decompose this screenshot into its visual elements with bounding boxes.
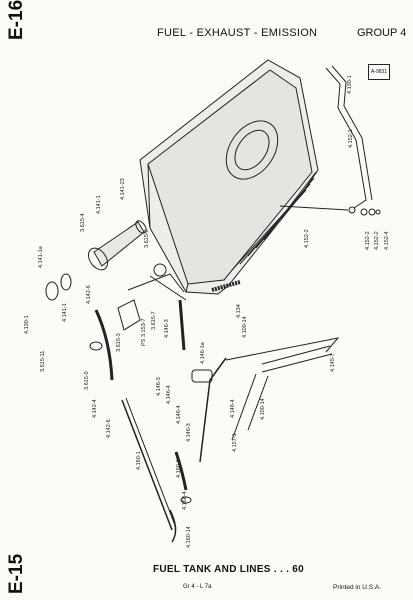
fuel-lines [121, 337, 340, 531]
header-group: GROUP 4 [357, 27, 407, 39]
callout-4.141-1a: 4.141-1a [38, 245, 44, 268]
filler-neck [45, 220, 147, 301]
printed-in: Printed in U.S.A. [333, 584, 382, 591]
callout-4.142-6-b: 4.142-6 [106, 419, 112, 438]
callout-4.160-14: 4.160-14 [186, 526, 192, 548]
callout-3.615-9: 3.615-9 [144, 229, 150, 248]
callout-3.615-0: 3.615-0 [84, 371, 90, 390]
washer-2 [368, 208, 376, 216]
callout-4.160-6: 4.160-6 [176, 459, 182, 478]
callout-4.141-1-b: 4.141-1 [62, 303, 68, 322]
fuel-pump [191, 369, 213, 383]
callout-4.130-1: 4.130-1 [24, 315, 30, 334]
callout-4.142-6-a: 4.142-6 [86, 285, 92, 304]
callout-3.615-11: 3.615-11 [40, 351, 46, 372]
callout-4.145-7: 4.145-7 [330, 353, 336, 372]
sender-unit [117, 273, 187, 331]
callout-4.157-1: 4.157-1 [232, 433, 238, 452]
washer-1 [360, 208, 368, 216]
nut [375, 209, 381, 215]
spring-hose [211, 280, 241, 292]
callout-4.146-3-b: 4.146-3 [156, 377, 162, 396]
callout-ps-3.153-7: PS 3.153-7 [141, 318, 147, 346]
callout-4.100-14-a: 4.100-14 [242, 316, 248, 338]
grommet [89, 341, 103, 351]
callout-4.130-1-top: 4.130-1 [347, 75, 353, 94]
callout-4.146-3-c: 4.146-3 [186, 423, 192, 442]
callout-4.146-3-a: 4.146-3 [164, 319, 170, 338]
reference-code-box: A-9831 [368, 64, 390, 80]
callout-4.146-4-b: 4.146-4 [176, 405, 182, 424]
callout-4.146-4-a: 4.146-4 [166, 385, 172, 404]
callout-4.141-1: 4.141-1 [96, 195, 102, 214]
callout-4.142-4: 4.142-4 [92, 399, 98, 418]
clamp [180, 496, 192, 504]
callout-4.160-1: 4.160-1 [136, 451, 142, 470]
callout-4.152-4: 4.152-4 [384, 231, 390, 250]
callout-4.152-2-a: 4.152-2 [304, 229, 310, 248]
callout-4.152-2-b: 4.152-2 [365, 231, 371, 250]
footer-code: Gr 4 - L 7a [183, 584, 212, 590]
gasket [153, 263, 167, 277]
return-hose [174, 451, 188, 491]
callout-4.152-2-c: 4.152-2 [374, 231, 380, 250]
callout-4.141-23: 4.141-23 [120, 178, 126, 200]
return-pipe-end [169, 509, 177, 543]
vent-hose [94, 309, 114, 381]
footer-title: FUEL TANK AND LINES . . . 60 [153, 564, 305, 575]
callout-3.615-3: 3.615-3 [116, 333, 122, 352]
callout-4.160-4: 4.160-4 [182, 491, 188, 510]
callout-4.146-1a: 4.146-1a [200, 341, 206, 364]
callout-4.146-4-c: 4.146-4 [230, 399, 236, 418]
feed-pipe [178, 299, 186, 351]
callout-4.100-14-b: 4.100-14 [260, 398, 266, 420]
callout-3.615-7: 3.615-7 [151, 311, 157, 330]
fuel-tank [139, 59, 319, 295]
tank-strap [279, 65, 373, 214]
callout-4.152-1: 4.152-1 [348, 129, 354, 148]
callout-3.615-4: 3.615-4 [80, 213, 86, 232]
header-title: FUEL - EXHAUST - EMISSION [157, 27, 318, 39]
callout-4.134: 4.134 [236, 304, 242, 318]
